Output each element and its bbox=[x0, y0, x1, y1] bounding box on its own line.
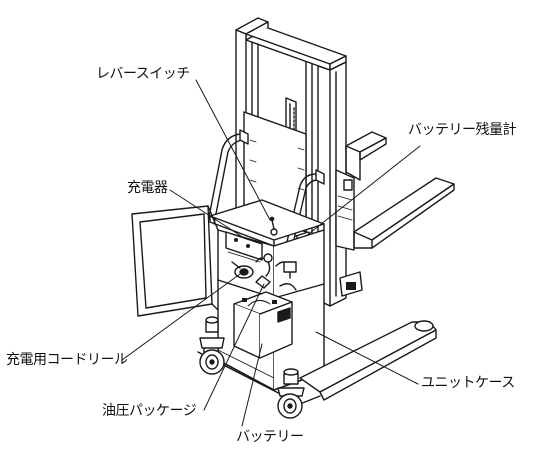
leader-unit-case bbox=[315, 331, 419, 385]
label-unit-case: ユニットケース bbox=[421, 375, 515, 391]
label-charging-cord-reel: 充電用コードリール bbox=[6, 352, 128, 368]
unit-body bbox=[217, 229, 325, 391]
casters bbox=[199, 316, 305, 419]
leader-battery bbox=[241, 343, 263, 427]
leader-lines bbox=[121, 79, 421, 427]
leader-charger bbox=[169, 189, 245, 239]
leader-battery-meter bbox=[305, 145, 421, 237]
label-battery: バッテリー bbox=[236, 429, 304, 445]
leader-lever-switch bbox=[195, 79, 271, 221]
leader-cord-reel bbox=[121, 273, 241, 361]
label-charger: 充電器 bbox=[127, 180, 168, 196]
base bbox=[197, 271, 437, 405]
top-deck bbox=[209, 199, 325, 247]
label-battery-meter: バッテリー残量計 bbox=[408, 122, 517, 138]
label-hydraulic-package: 油圧パッケージ bbox=[102, 403, 197, 419]
leader-hydraulic-package bbox=[203, 283, 265, 411]
handle bbox=[207, 129, 325, 249]
label-lever-switch: レバースイッチ bbox=[96, 66, 190, 82]
forks bbox=[335, 131, 455, 251]
